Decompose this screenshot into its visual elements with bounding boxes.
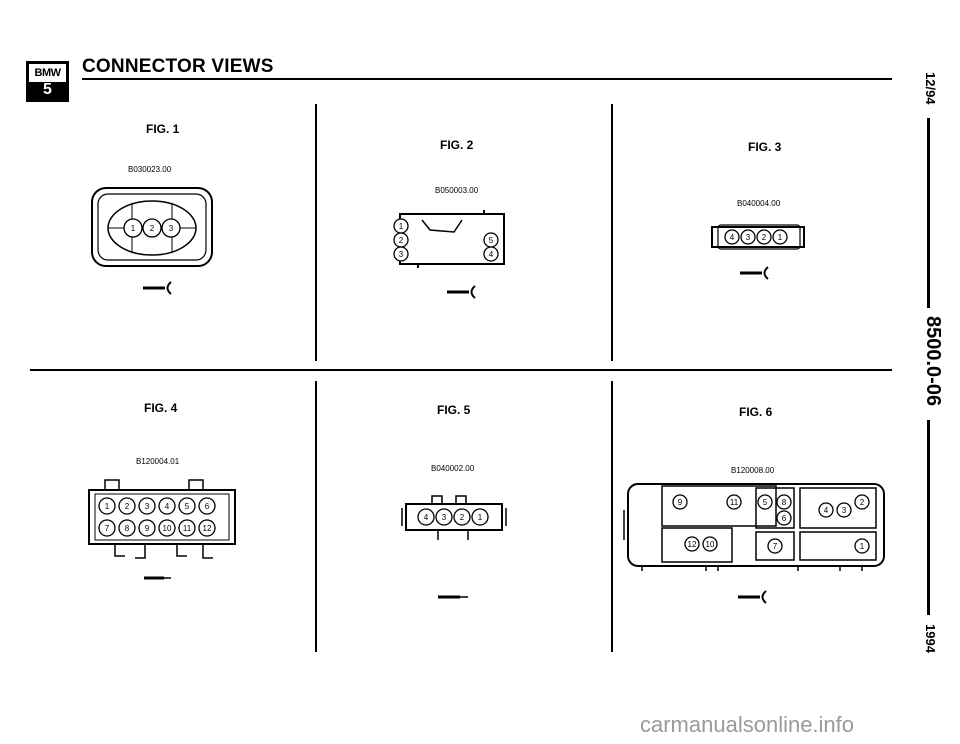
fig4-pin-9: 9 <box>145 524 150 533</box>
fig4-pin-7: 7 <box>105 524 110 533</box>
vertical-divider-right-top <box>611 104 613 361</box>
fig3-code: B040004.00 <box>737 199 781 208</box>
fig2-pin-4: 4 <box>489 250 494 259</box>
fig6-pin-2: 2 <box>860 498 865 507</box>
fig6-pin-8: 8 <box>782 498 787 507</box>
fig4-pin-8: 8 <box>125 524 130 533</box>
fig2-label: FIG. 2 <box>440 138 474 152</box>
fig5-label: FIG. 5 <box>437 403 471 417</box>
fig3-terminal-symbol <box>740 266 769 280</box>
fig2-pin-3: 3 <box>399 250 404 259</box>
fig4-pin-6: 6 <box>205 502 210 511</box>
fig2-pin-5: 5 <box>489 236 494 245</box>
fig4-pin-1: 1 <box>105 502 110 511</box>
fig5-pin-4: 4 <box>424 513 429 522</box>
fig1-connector-diagram: 1 2 3 <box>91 187 213 267</box>
fig4-terminal-symbol <box>144 576 171 580</box>
fig5-code: B040002.00 <box>431 464 475 473</box>
fig4-connector-diagram: 1 2 3 4 5 6 7 8 9 10 11 12 <box>88 479 236 559</box>
horizontal-divider <box>30 369 892 371</box>
side-rule-2 <box>927 420 930 615</box>
fig4-pin-12: 12 <box>203 524 212 533</box>
fig2-pin-2: 2 <box>399 236 404 245</box>
fig4-pin-11: 11 <box>183 524 192 533</box>
fig1-pin-2: 2 <box>150 224 155 233</box>
fig2-terminal-symbol <box>447 285 476 299</box>
fig6-pin-6: 6 <box>782 514 787 523</box>
fig1-code: B030023.00 <box>128 165 172 174</box>
fig5-terminal-symbol <box>438 595 468 599</box>
fig4-pin-3: 3 <box>145 502 150 511</box>
fig6-pin-9: 9 <box>678 498 683 507</box>
fig1-terminal-symbol <box>143 281 172 295</box>
fig5-connector-diagram: 4 3 2 1 <box>401 495 507 540</box>
side-rule-1 <box>927 118 930 308</box>
fig6-terminal-symbol <box>738 590 767 604</box>
fig3-label: FIG. 3 <box>748 140 782 154</box>
fig3-pin-1: 1 <box>778 233 783 242</box>
fig3-pin-2: 2 <box>762 233 767 242</box>
fig6-code: B120008.00 <box>731 466 775 475</box>
fig6-pin-11: 11 <box>730 498 739 507</box>
side-doc-number: 8500.0-06 <box>922 316 944 407</box>
vertical-divider-left-top <box>315 104 317 361</box>
fig6-pin-12: 12 <box>688 540 697 549</box>
fig4-pin-5: 5 <box>185 502 190 511</box>
logo-top-text: BMW <box>34 66 62 79</box>
watermark: carmanualsonline.info <box>640 712 855 737</box>
fig4-code: B120004.01 <box>136 457 180 466</box>
fig3-pin-3: 3 <box>746 233 751 242</box>
bmw-5-logo: BMW 5 <box>26 61 69 102</box>
fig6-pin-1: 1 <box>860 542 865 551</box>
side-date: 12/94 <box>923 72 938 105</box>
fig5-pin-1: 1 <box>478 513 483 522</box>
fig4-pin-4: 4 <box>165 502 170 511</box>
fig2-pin-1: 1 <box>399 222 404 231</box>
fig1-pin-1: 1 <box>131 224 136 233</box>
fig6-connector-diagram: 9 11 5 8 6 2 4 3 12 10 7 1 <box>623 483 885 571</box>
vertical-divider-left-bottom <box>315 381 317 652</box>
logo-bottom-text: 5 <box>29 81 66 99</box>
fig4-pin-2: 2 <box>125 502 130 511</box>
fig4-label: FIG. 4 <box>144 401 178 415</box>
fig5-pin-2: 2 <box>460 513 465 522</box>
fig6-pin-10: 10 <box>706 540 715 549</box>
fig6-pin-5: 5 <box>763 498 768 507</box>
fig3-pin-4: 4 <box>730 233 735 242</box>
side-year: 1994 <box>923 624 938 653</box>
fig3-connector-diagram: 4 3 2 1 <box>711 224 805 250</box>
fig4-pin-row <box>98 497 216 537</box>
fig1-pin-3: 3 <box>169 224 174 233</box>
vertical-divider-right-bottom <box>611 381 613 652</box>
fig6-pin-4: 4 <box>824 506 829 515</box>
fig2-connector-diagram: 1 2 3 5 4 <box>393 210 505 268</box>
fig4-pin-10: 10 <box>163 524 172 533</box>
header-rule <box>82 78 892 80</box>
fig6-pin-3: 3 <box>842 506 847 515</box>
fig6-label: FIG. 6 <box>739 405 773 419</box>
fig1-label: FIG. 1 <box>146 122 180 136</box>
fig2-code: B050003.00 <box>435 186 479 195</box>
fig5-pin-3: 3 <box>442 513 447 522</box>
fig6-pin-7: 7 <box>773 542 778 551</box>
page-title: CONNECTOR VIEWS <box>82 56 274 77</box>
